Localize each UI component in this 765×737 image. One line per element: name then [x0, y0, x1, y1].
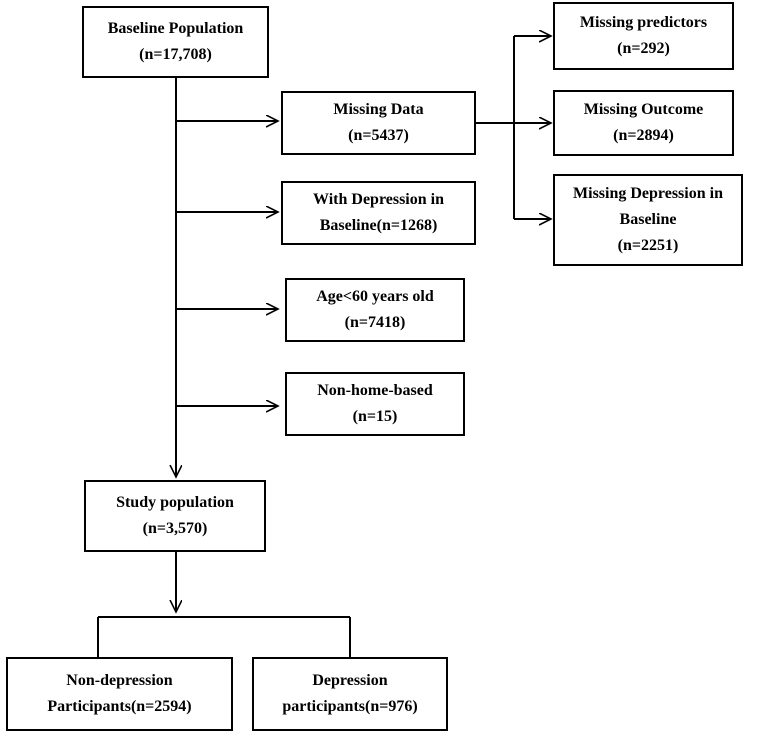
depression-title: Depression [312, 672, 388, 689]
non-depression-title: Non-depression [66, 672, 173, 689]
missing-predictors-title: Missing predictors [579, 14, 708, 31]
age-count: (n=7418) [344, 314, 406, 331]
missing-depression-subtitle: Baseline [619, 211, 677, 228]
study-population-box: Study population (n=3,570) [84, 480, 266, 552]
non-depression-box: Non-depression Participants(n=2594) [6, 657, 233, 731]
non-home-box: Non-home-based (n=15) [285, 372, 465, 436]
age-box: Age<60 years old (n=7418) [285, 278, 465, 342]
missing-depression-title: Missing Depression in [573, 185, 723, 202]
missing-depression-count: (n=2251) [617, 237, 679, 254]
non-depression-count: Participants(n=2594) [47, 698, 192, 715]
non-home-title: Non-home-based [317, 382, 433, 399]
missing-predictors-box: Missing predictors (n=292) [553, 2, 734, 70]
depression-baseline-title: With Depression in [313, 191, 444, 208]
depression-baseline-count: Baseline(n=1268) [319, 217, 438, 234]
baseline-population-box: Baseline Population (n=17,708) [82, 6, 269, 78]
study-population-count: (n=3,570) [142, 520, 208, 537]
non-home-count: (n=15) [352, 408, 398, 425]
missing-outcome-box: Missing Outcome (n=2894) [553, 90, 734, 156]
depression-baseline-box: With Depression in Baseline(n=1268) [281, 181, 476, 245]
missing-predictors-count: (n=292) [617, 40, 670, 57]
missing-data-title: Missing Data [333, 101, 424, 118]
missing-depression-box: Missing Depression in Baseline (n=2251) [553, 174, 743, 266]
age-title: Age<60 years old [316, 288, 434, 305]
baseline-population-count: (n=17,708) [139, 46, 212, 63]
missing-data-box: Missing Data (n=5437) [281, 91, 476, 155]
depression-box: Depression participants(n=976) [252, 657, 448, 731]
missing-data-count: (n=5437) [348, 127, 409, 144]
study-population-title: Study population [116, 494, 234, 511]
missing-outcome-count: (n=2894) [613, 127, 674, 144]
missing-outcome-title: Missing Outcome [583, 101, 704, 118]
depression-count: participants(n=976) [282, 698, 418, 715]
baseline-population-title: Baseline Population [107, 20, 244, 37]
